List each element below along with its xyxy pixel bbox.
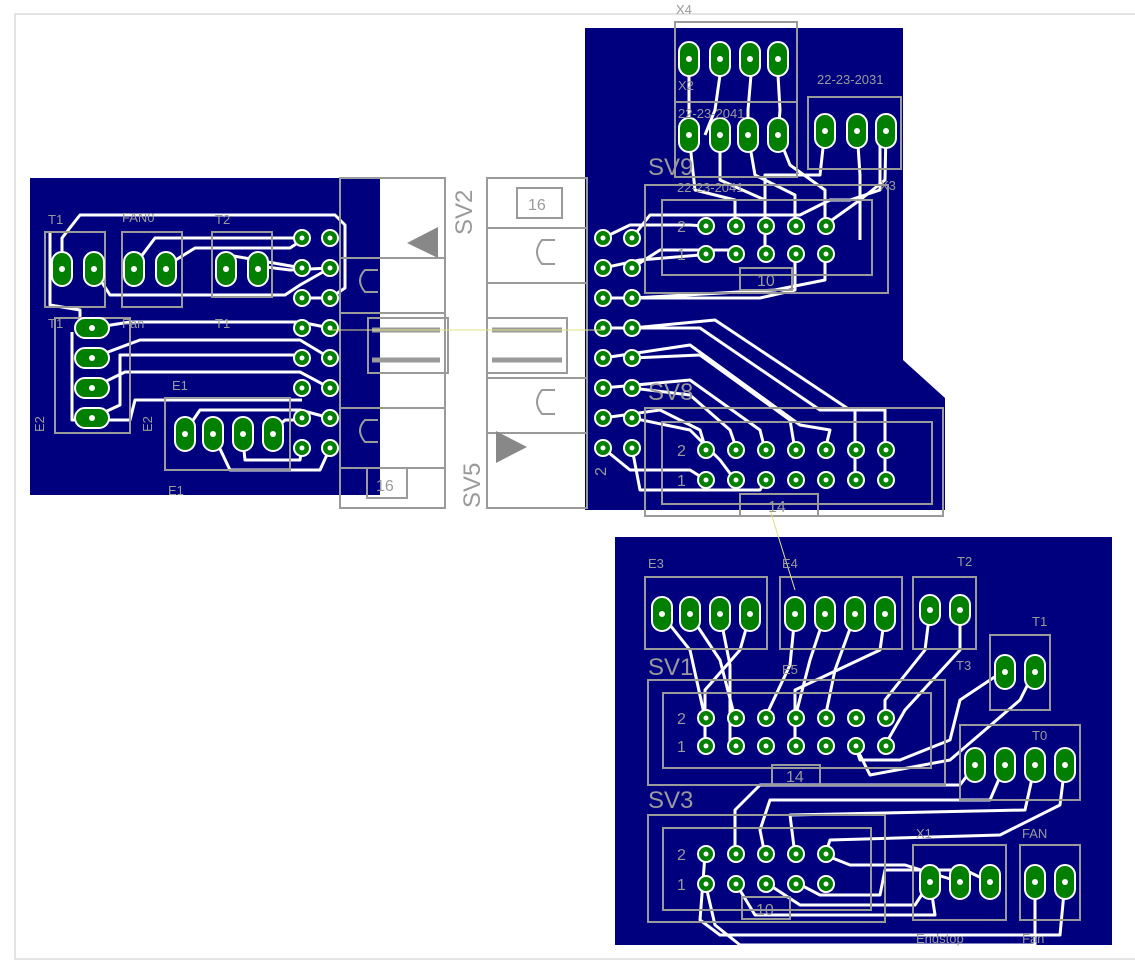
pin-1-sv3: 1 — [677, 877, 686, 894]
label-t1-d: T1 — [1032, 614, 1047, 629]
label-fan-b: FAN — [1022, 826, 1047, 841]
label-t1-c: T1 — [215, 316, 230, 331]
label-x4: X4 — [676, 2, 692, 17]
label-sv8: SV8 — [648, 379, 693, 406]
label-sv1: SV1 — [648, 654, 693, 681]
connector-details — [372, 327, 562, 363]
pad-drills — [59, 56, 1068, 885]
pin-1-sv1: 1 — [677, 739, 686, 756]
label-16-b: 16 — [376, 478, 394, 495]
label-x1: X1 — [916, 826, 932, 841]
latch-details — [359, 239, 555, 443]
pin-2-sv3: 2 — [677, 847, 686, 864]
silkscreen — [44, 21, 1081, 923]
label-t1-a: T1 — [48, 212, 63, 227]
label-fan0: FAN0 — [122, 210, 155, 225]
label-t3: T3 — [956, 658, 971, 673]
sv2-polarity-icon — [407, 227, 438, 258]
pin-2-sv8: 2 — [677, 443, 686, 460]
header-pin-drills — [299, 223, 889, 887]
label-sv2: SV2 — [451, 190, 478, 235]
label-e2-b: E2 — [140, 416, 155, 432]
label-x3: X3 — [880, 178, 896, 193]
label-e3: E3 — [648, 556, 664, 571]
label-e1-b: E1 — [168, 483, 184, 498]
label-e5: E5 — [782, 662, 798, 677]
label-10-a: 10 — [757, 273, 775, 290]
label-t2-a: T2 — [215, 212, 230, 227]
pin-1-sv9: 1 — [677, 247, 686, 264]
label-sv9: SV9 — [648, 154, 693, 181]
label-16-a: 16 — [528, 197, 546, 214]
label-fan-c: Fan — [1022, 931, 1044, 946]
label-sv5: SV5 — [459, 463, 486, 508]
label-10-b: 10 — [756, 902, 774, 919]
label-endstop: Endstop — [916, 931, 964, 946]
label-t1-b: T1 — [48, 316, 63, 331]
label-e4: E4 — [782, 556, 798, 571]
label-sv3: SV3 — [648, 787, 693, 814]
board-bottom-right — [615, 537, 1112, 945]
sv5-polarity-icon — [496, 431, 527, 463]
label-e1-a: E1 — [172, 378, 188, 393]
label-14-a: 14 — [768, 499, 786, 516]
label-t0: T0 — [1032, 728, 1047, 743]
label-22-23-2041-b: 22-23-2041 — [677, 180, 744, 195]
board-left — [30, 178, 380, 495]
label-x2: X2 — [678, 78, 694, 93]
pin-1-sv8: 1 — [677, 473, 686, 490]
label-e2-a: E2 — [32, 416, 47, 432]
pin-2-sv9: 2 — [677, 219, 686, 236]
label-fan-a: Fan — [122, 316, 144, 331]
label-22-23-2031: 22-23-2031 — [817, 72, 884, 87]
label-22-23-2041-a: 22-23-2041 — [678, 106, 745, 121]
ratsnest-lines — [330, 329, 796, 591]
label-t2-b: T2 — [957, 554, 972, 569]
pin-2-sv5: 2 — [593, 467, 610, 476]
board-outline — [14, 13, 1135, 960]
label-14-b: 14 — [786, 769, 804, 786]
pin-2-sv1: 2 — [677, 711, 686, 728]
